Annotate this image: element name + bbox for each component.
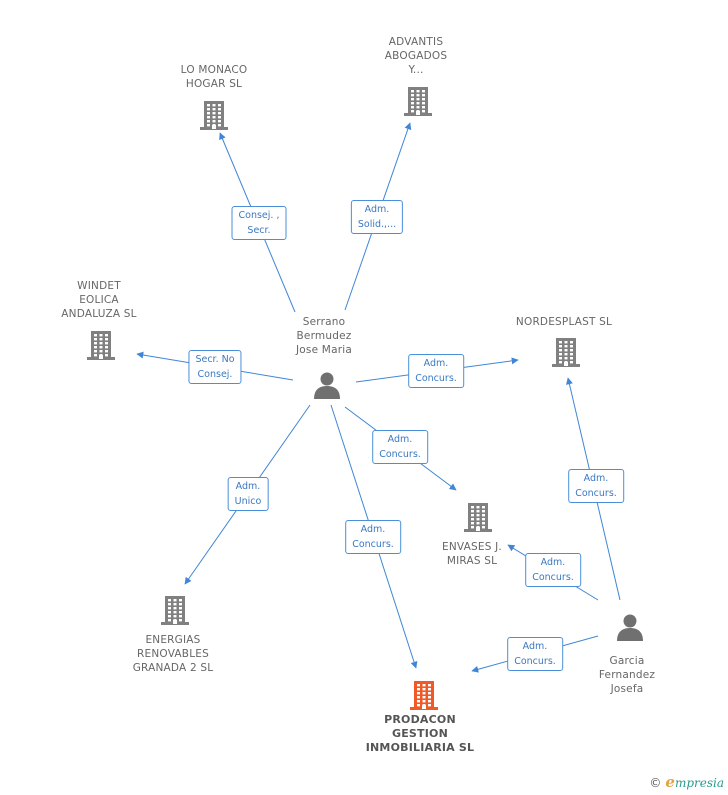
node-label-line: MIRAS SL	[446, 555, 498, 567]
node-label-line: GESTION	[391, 727, 449, 740]
edge-label-line: Secr. No	[195, 354, 235, 365]
node-label-line: ENVASES J.	[442, 541, 502, 553]
copyright-symbol: ©	[649, 776, 662, 790]
edge-label-line: Adm.	[235, 481, 261, 492]
edge-label-line: Adm.	[583, 473, 609, 484]
node-label-line: WINDET	[77, 280, 121, 292]
node-label-line: Fernandez	[598, 669, 656, 681]
node-label[interactable]: NORDESPLAST SL	[499, 315, 629, 329]
node-label-line: ENERGIAS	[145, 634, 201, 646]
node-label[interactable]: LO MONACO HOGAR SL	[149, 63, 279, 91]
node-label-line: ANDALUZA SL	[61, 308, 137, 320]
edge-label-line: Concurs.	[575, 488, 617, 499]
node-label-line: Bermudez	[296, 330, 352, 342]
edge-label-line: Concurs.	[532, 572, 574, 583]
building-icon[interactable]	[158, 593, 192, 631]
person-icon[interactable]	[615, 612, 645, 646]
edge-label-e10[interactable]: Adm. Concurs.	[507, 637, 563, 671]
building-icon[interactable]	[461, 500, 495, 538]
node-label-line: RENOVABLES	[137, 648, 209, 660]
empresia-logo: empresia	[665, 773, 724, 791]
edge-label-line: Adm.	[522, 641, 548, 652]
node-label-line: ABOGADOS	[384, 50, 448, 62]
building-icon[interactable]	[197, 98, 231, 136]
node-label-line: Garcia	[609, 655, 645, 667]
edge-label-line: Consej.	[197, 369, 233, 380]
edge-label-line: Unico	[234, 496, 262, 507]
node-label[interactable]: ENERGIAS RENOVABLES GRANADA 2 SL	[108, 633, 238, 675]
node-label-line: Y...	[408, 64, 424, 76]
node-label-line: ADVANTIS	[388, 36, 444, 48]
edge-label-line: Concurs.	[514, 656, 556, 667]
edge-label-e2[interactable]: Adm. Solid.,...	[350, 200, 404, 234]
node-label-line: INMOBILIARIA SL	[365, 741, 475, 754]
node-label-line: LO MONACO	[180, 64, 248, 76]
edge-label-line: Concurs.	[352, 539, 394, 550]
edge-label-e6[interactable]: Adm. Unico	[227, 477, 269, 511]
building-icon[interactable]	[407, 678, 441, 716]
edge-label-line: Secr.	[247, 225, 271, 236]
node-label-line: EOLICA	[79, 294, 119, 306]
edge-label-line: Adm.	[364, 204, 390, 215]
edge-label-e5[interactable]: Adm. Concurs.	[372, 430, 428, 464]
edge-label-e1[interactable]: Consej. , Secr.	[231, 206, 287, 240]
node-label[interactable]: WINDET EOLICA ANDALUZA SL	[34, 279, 164, 321]
edge-label-line: Adm.	[360, 524, 386, 535]
edge-label-e8[interactable]: Adm. Concurs.	[568, 469, 624, 503]
person-icon[interactable]	[312, 370, 342, 404]
building-icon[interactable]	[401, 84, 435, 122]
edge-label-e7[interactable]: Adm. Concurs.	[345, 520, 401, 554]
edge-label-e4[interactable]: Adm. Concurs.	[408, 354, 464, 388]
edge-label-line: Adm.	[387, 434, 413, 445]
node-label-line: Jose Maria	[296, 344, 352, 356]
edge-label-line: Concurs.	[379, 449, 421, 460]
building-icon[interactable]	[84, 328, 118, 366]
building-icon[interactable]	[549, 335, 583, 373]
edge-label-line: Adm.	[540, 557, 566, 568]
footer-brand: ©empresia	[649, 773, 724, 791]
edge-label-line: Adm.	[423, 358, 449, 369]
edge-label-line: Consej. ,	[238, 210, 280, 221]
node-label-line: HOGAR SL	[185, 78, 243, 90]
node-label-line: PRODACON	[384, 713, 456, 726]
node-label[interactable]: ADVANTIS ABOGADOS Y...	[351, 35, 481, 77]
node-label-line: GRANADA 2 SL	[132, 662, 214, 674]
node-label-line: Serrano	[302, 316, 346, 328]
edge-label-line: Concurs.	[415, 373, 457, 384]
edge-label-e3[interactable]: Secr. No Consej.	[188, 350, 242, 384]
node-label[interactable]: ENVASES J. MIRAS SL	[407, 540, 537, 568]
edge-label-e9[interactable]: Adm. Concurs.	[525, 553, 581, 587]
node-label-line: NORDESPLAST SL	[515, 316, 613, 328]
node-label-line: Josefa	[610, 683, 644, 695]
edge-label-line: Solid.,...	[357, 219, 397, 230]
